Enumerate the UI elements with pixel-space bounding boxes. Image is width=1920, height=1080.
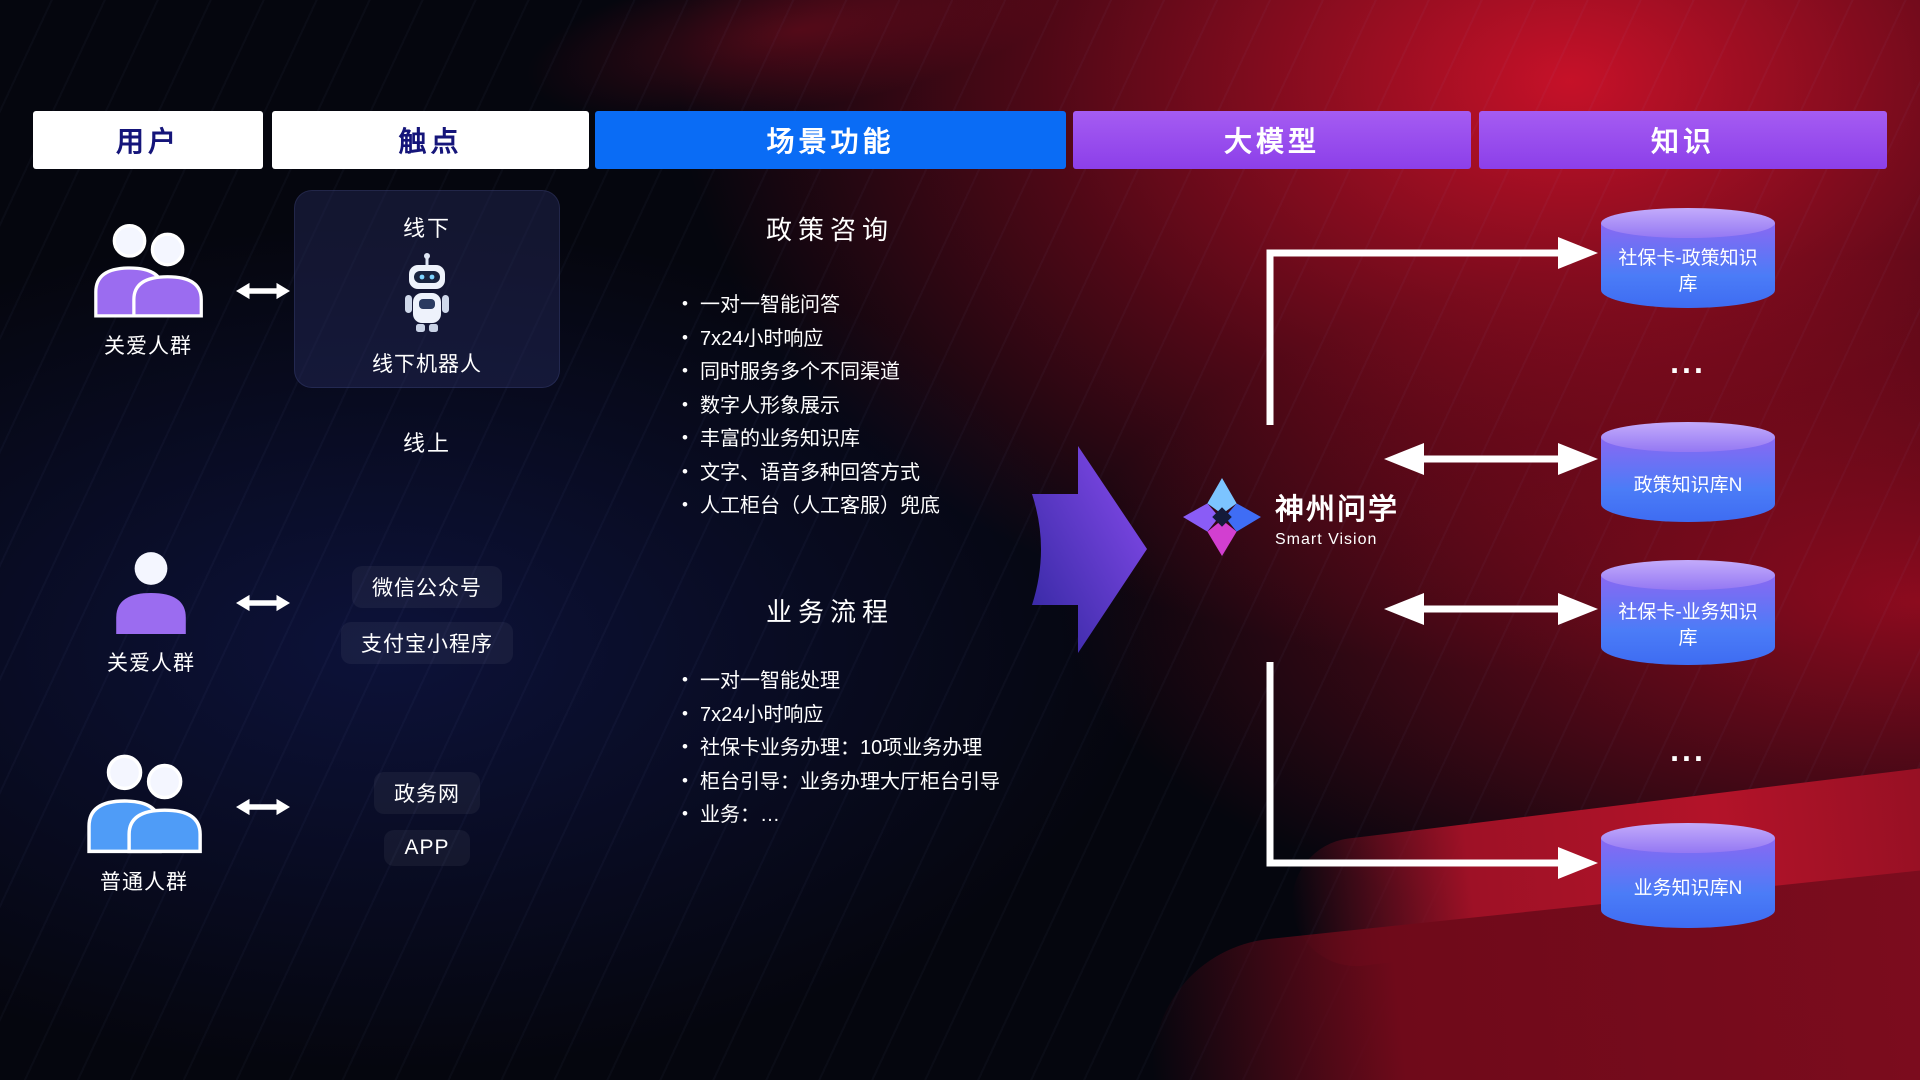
list-item: 丰富的业务知识库 [682, 423, 940, 457]
user-single-care: 关爱人群 [63, 547, 239, 677]
ellipsis-bottom: ... [1670, 732, 1706, 768]
header-large-model: 大模型 [1073, 111, 1471, 169]
cylinder-top [1601, 208, 1775, 238]
channel-label: 政务网 [374, 772, 480, 814]
offline-robot-label: 线下机器人 [372, 353, 482, 376]
header-touchpoints: 触点 [272, 111, 589, 169]
header-scene-functions: 场景功能 [595, 111, 1066, 169]
flow-arrow-icon [1032, 446, 1147, 653]
user-label: 普通人群 [100, 871, 188, 894]
list-item: 同时服务多个不同渠道 [682, 356, 940, 390]
channel-label: 支付宝小程序 [341, 622, 513, 664]
cylinder-top [1601, 422, 1775, 452]
header-knowledge: 知识 [1479, 111, 1887, 169]
double-arrow-icon [236, 798, 290, 816]
header-users: 用户 [33, 111, 263, 169]
database-cylinder-policy-n: 政策知识库N [1601, 422, 1775, 522]
policy-feature-list: 一对一智能问答 7x24小时响应 同时服务多个不同渠道 数字人形象展示 丰富的业… [682, 289, 940, 524]
model-name: 神州问学 [1275, 493, 1400, 526]
list-item: 7x24小时响应 [682, 323, 940, 357]
database-cylinder-business-n: 业务知识库N [1601, 823, 1775, 928]
list-item: 柜台引导：业务办理大厅柜台引导 [682, 766, 1000, 800]
channel-gov-web: 政务网 [294, 772, 560, 814]
cylinder-top [1601, 560, 1775, 590]
list-item: 业务：… [682, 799, 1000, 833]
database-cylinder-policy-social: 社保卡-政策知识库 [1601, 208, 1775, 308]
user-label: 关爱人群 [104, 335, 192, 358]
list-item: 文字、语音多种回答方式 [682, 457, 940, 491]
list-item: 一对一智能处理 [682, 665, 1000, 699]
channel-wechat: 微信公众号 [294, 566, 560, 608]
person-icon [116, 552, 186, 634]
list-item: 一对一智能问答 [682, 289, 940, 323]
business-feature-list: 一对一智能处理 7x24小时响应 社保卡业务办理：10项业务办理 柜台引导：业务… [682, 665, 1000, 833]
cylinder-top [1601, 823, 1775, 853]
offline-touchpoint-card: 线下 线下机器人 [294, 190, 560, 388]
database-cylinder-business-social: 社保卡-业务知识库 [1601, 560, 1775, 665]
list-item: 7x24小时响应 [682, 699, 1000, 733]
offline-label: 线下 [402, 216, 451, 241]
people-group-icon [94, 223, 203, 318]
cylinder-label: 社保卡-业务知识库 [1601, 575, 1775, 665]
user-label: 关爱人群 [107, 652, 195, 675]
diamond-gem-icon [1183, 478, 1261, 556]
double-arrow-icon [236, 282, 290, 300]
list-item: 社保卡业务办理：10项业务办理 [682, 732, 1000, 766]
model-logo-block: 神州问学 Smart Vision [1183, 478, 1399, 556]
list-item: 人工柜台（人工客服）兜底 [682, 490, 940, 524]
people-group-icon [87, 754, 202, 854]
channel-label: APP [384, 830, 470, 866]
scene-title-business: 业务流程 [765, 597, 894, 627]
list-item: 数字人形象展示 [682, 390, 940, 424]
background-red-band-lower [1139, 864, 1920, 1080]
channel-app: APP [294, 830, 560, 866]
channel-alipay: 支付宝小程序 [294, 622, 560, 664]
double-arrow-icon [236, 594, 290, 612]
scene-title-policy: 政策咨询 [765, 215, 894, 245]
user-group-ordinary: 普通人群 [56, 748, 232, 896]
robot-icon [396, 251, 458, 340]
cylinder-label: 业务知识库N [1601, 838, 1775, 928]
ellipsis-top: ... [1670, 344, 1706, 380]
online-label: 线上 [402, 431, 451, 456]
user-group-care-1: 关爱人群 [60, 218, 236, 360]
channel-label: 微信公众号 [352, 566, 502, 608]
model-subtitle: Smart Vision [1275, 530, 1378, 548]
